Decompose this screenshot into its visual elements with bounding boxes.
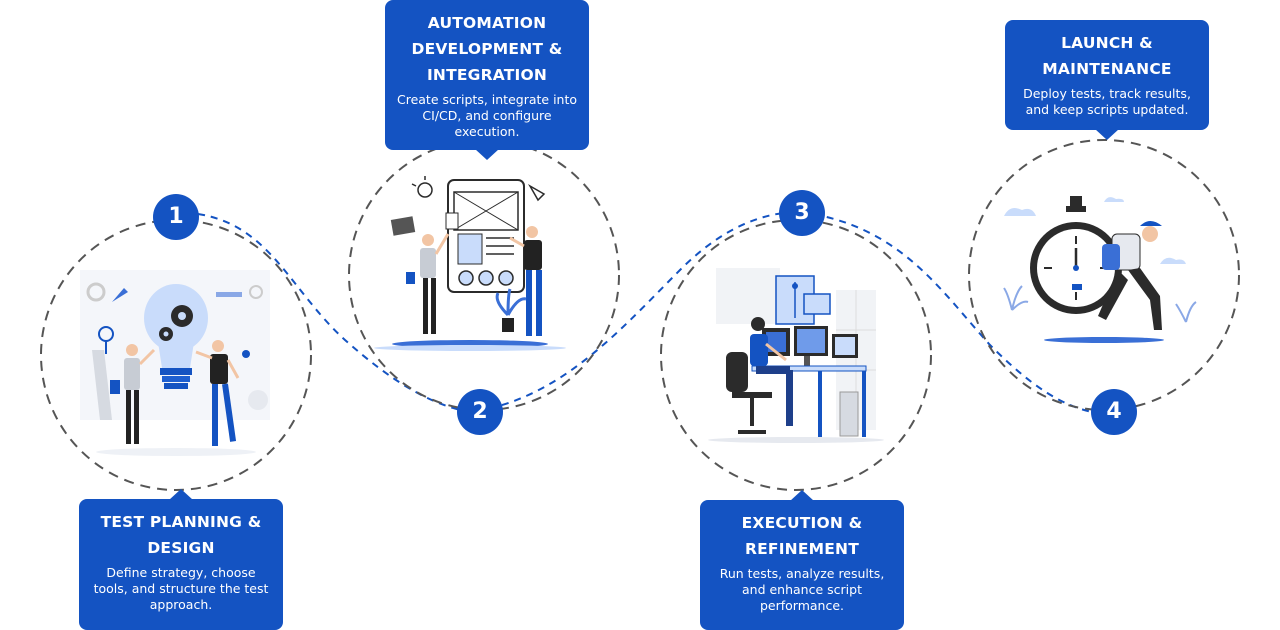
step-4-card: LAUNCH & MAINTENANCE Deploy tests, track… [1005,20,1209,140]
step-2-badge: 2 [457,389,503,435]
step-2-card: AUTOMATION DEVELOPMENT & INTEGRATION Cre… [385,0,589,160]
lightbulb-team-illustration [80,270,270,456]
developer-desk-illustration [708,268,884,443]
step-1-card: TEST PLANNING & DESIGN Define strategy, … [79,489,283,630]
wireframe-design-illustration [374,176,566,351]
step-3-description: Run tests, analyze results, and enhance … [719,566,885,613]
step-1-badge: 1 [153,194,199,240]
step-1-description: Define strategy, choose tools, and struc… [93,565,269,612]
step-1-title: TEST PLANNING & DESIGN [100,513,262,557]
step-3-card: EXECUTION & REFINEMENT Run tests, analyz… [700,490,904,630]
connector-path [197,210,1093,414]
step-3-title: EXECUTION & REFINEMENT [741,514,863,558]
step-4-description: Deploy tests, track results, and keep sc… [1023,86,1191,117]
step-4-badge: 4 [1091,389,1137,435]
step-2-description: Create scripts, integrate into CI/CD, an… [396,92,578,139]
stopwatch-runner-illustration [1003,196,1197,343]
step-3-badge: 3 [779,190,825,236]
step-4-title: LAUNCH & MAINTENANCE [1042,34,1172,78]
step-2-title: AUTOMATION DEVELOPMENT & INTEGRATION [411,14,563,84]
